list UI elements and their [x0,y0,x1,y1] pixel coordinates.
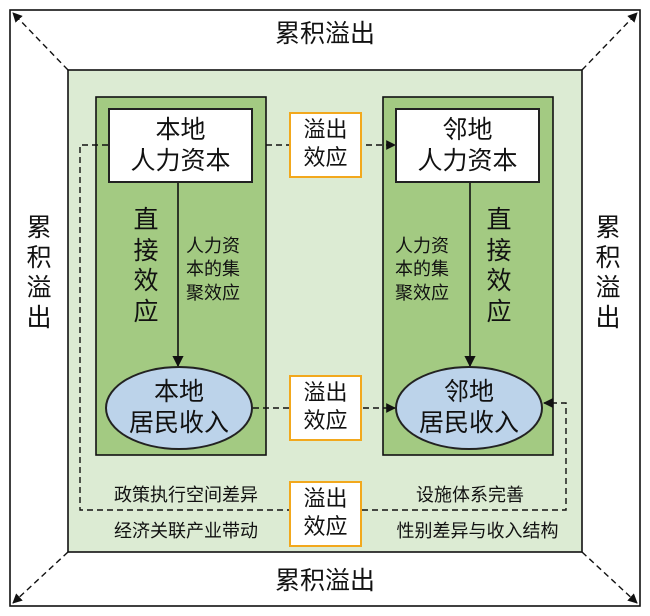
spillover-box-top: 溢出 效应 [289,112,362,178]
corner-arrow-bl [12,551,69,604]
outer-frame [9,9,641,607]
spillover-top-line1: 溢出 [303,118,348,143]
loop-line-left [79,144,289,511]
neighbor-income-line2: 居民收入 [418,408,519,437]
local-income-ellipse: 本地 居民收入 [105,366,253,450]
neighbor-capital-line1: 邻地 [442,115,493,144]
spillover-mid-line2: 效应 [303,409,348,434]
local-capital-line1: 本地 [155,115,206,144]
local-income-line2: 居民收入 [128,408,229,437]
outer-label-left: 累积溢出 [26,213,52,332]
neighbor-capital-line2: 人力资本 [417,146,518,175]
loop-line-right [362,398,567,511]
outer-label-right: 累积溢出 [595,213,621,332]
neighbor-income-ellipse: 邻地 居民收入 [395,366,543,450]
corner-arrow-tl [12,12,69,71]
corner-arrow-br [581,551,638,604]
factor-industry: 经济关联产业带动 [114,521,258,542]
corner-arrow-tr [581,12,638,71]
neighbor-income-line1: 邻地 [443,377,494,406]
spillover-mid-line1: 溢出 [303,381,348,406]
outer-label-top: 累积溢出 [275,19,376,48]
factor-gender-income: 性别差异与收入结构 [396,521,559,542]
spillover-bottom-line2: 效应 [303,515,348,540]
local-income-line1: 本地 [153,377,204,406]
left-agglomeration: 人力资 本的集 聚效应 [186,236,240,304]
right-agglomeration: 人力资 本的集 聚效应 [395,236,449,304]
right-direct-effect: 直 接 效 应 [486,205,512,326]
factor-policy: 政策执行空间差异 [114,485,258,506]
outer-label-bottom: 累积溢出 [275,566,376,595]
spillover-box-mid: 溢出 效应 [289,375,362,441]
local-capital-box: 本地 人力资本 [108,108,253,183]
local-capital-line2: 人力资本 [130,146,231,175]
left-direct-effect: 直 接 效 应 [133,205,159,326]
factor-facilities: 设施体系完善 [416,485,524,506]
spillover-box-bottom: 溢出 效应 [289,481,362,547]
spillover-top-line2: 效应 [303,146,348,171]
neighbor-capital-box: 邻地 人力资本 [395,108,540,183]
spillover-bottom-line1: 溢出 [303,487,348,512]
